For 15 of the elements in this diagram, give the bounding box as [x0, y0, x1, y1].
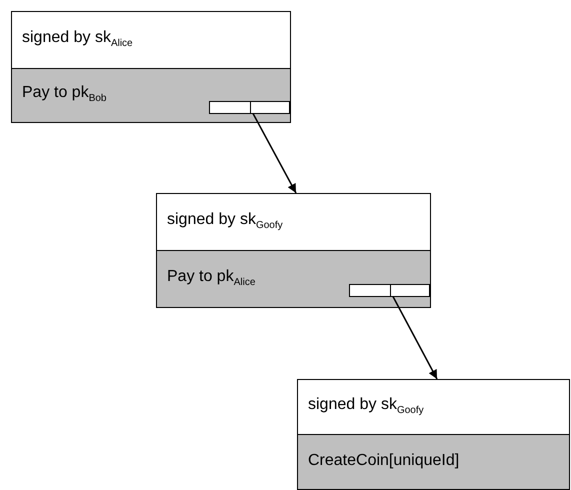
output-box [297, 434, 570, 490]
box-text: Pay to pk$_{Alice}$ [167, 267, 256, 288]
box-text: signed by sk$_{Goofy}$ [308, 396, 424, 416]
box-text: Pay to pk$_{Bob}$ [22, 84, 106, 104]
arrow [252, 113, 297, 194]
box-text: signed by sk$_{Goofy}$ [167, 210, 283, 232]
signature-box [156, 193, 431, 251]
box-text: signed by sk$_{Alice}$ [22, 28, 133, 50]
pointer-box [349, 284, 430, 296]
signature-box [297, 379, 570, 435]
signature-box [11, 11, 291, 69]
pointer-box [209, 100, 290, 114]
output-box [156, 250, 431, 308]
output-box [11, 68, 291, 122]
box-text: CreateCoin[uniqueId] [308, 452, 460, 470]
